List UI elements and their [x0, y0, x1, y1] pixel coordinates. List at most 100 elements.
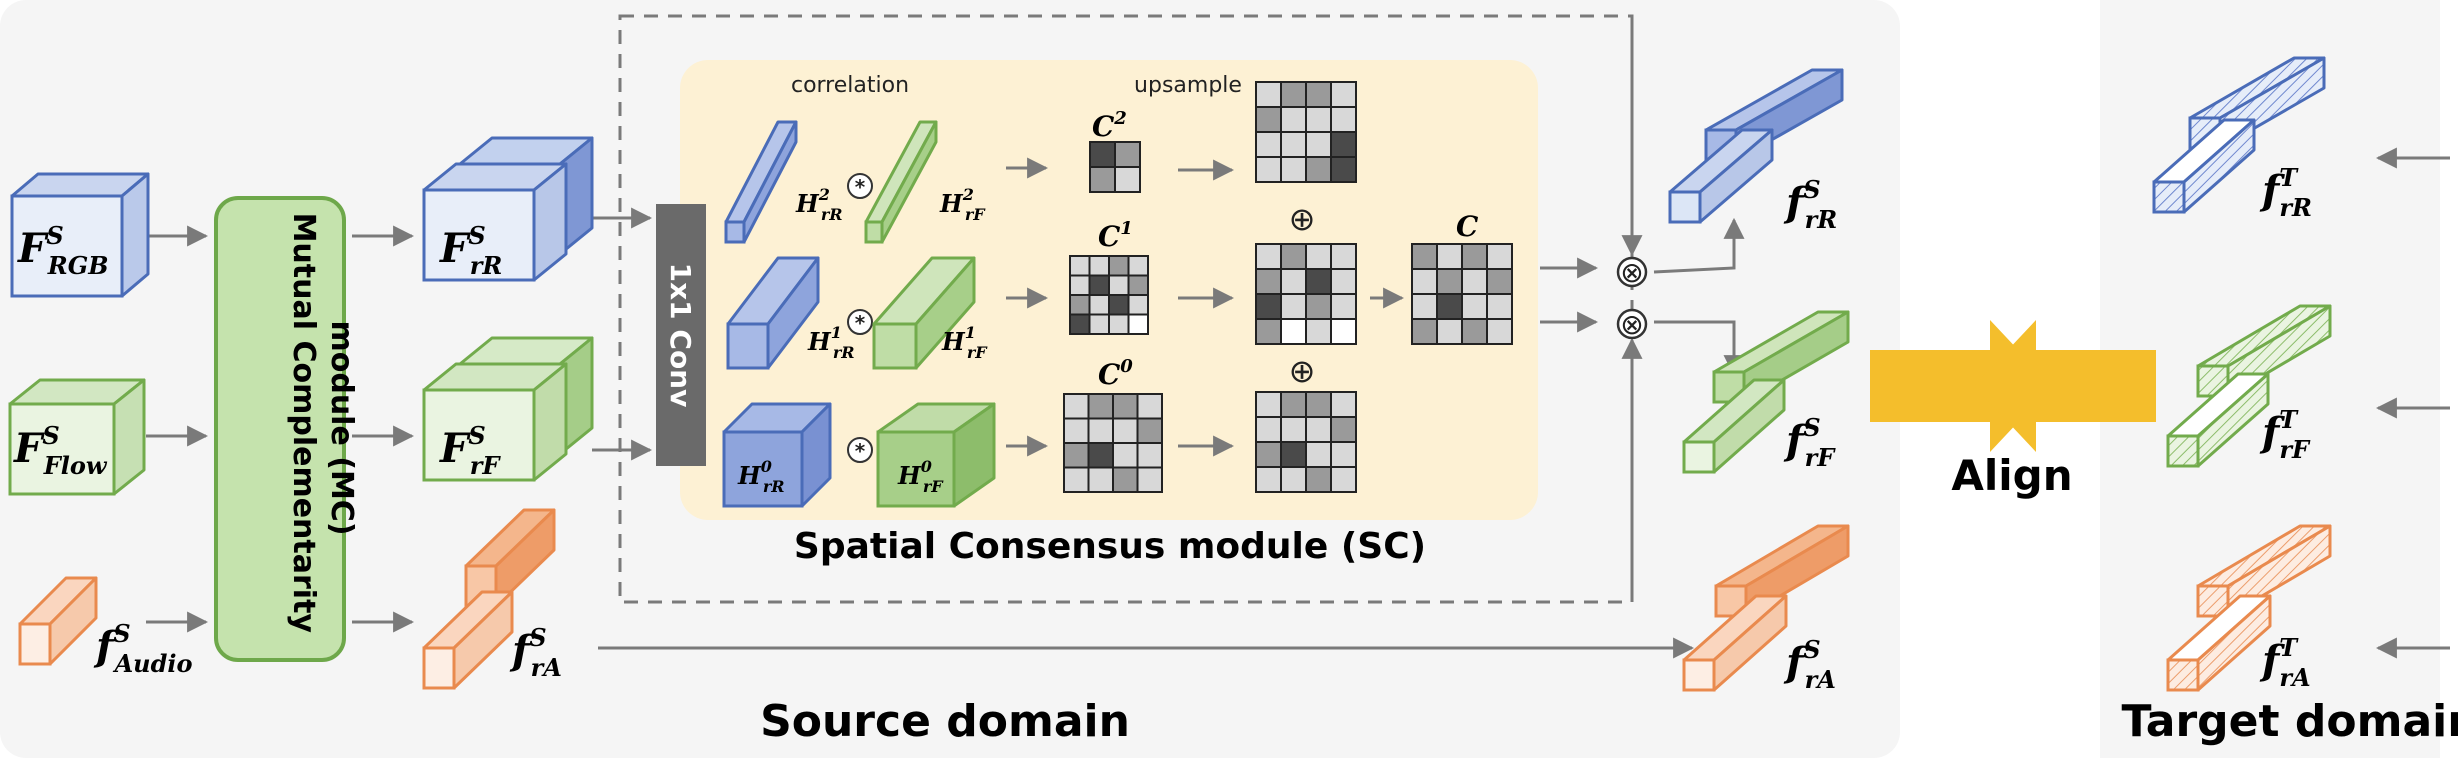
add-operator-lower: ⊕	[1289, 352, 1316, 390]
upsample0-grid	[1255, 391, 1357, 493]
upsample2-grid-cell	[1255, 131, 1282, 158]
c0-grid-cell	[1112, 417, 1139, 444]
upsample1-grid-cell	[1255, 243, 1282, 270]
c1-label: C1	[1098, 218, 1133, 253]
consensus-grid	[1411, 243, 1513, 345]
consensus-grid-cell	[1461, 243, 1488, 270]
upsample2-grid-cell	[1305, 106, 1332, 133]
c1-grid-cell	[1108, 294, 1130, 316]
upsample-header: upsample	[1134, 73, 1242, 98]
correlate-operator-1: *	[847, 309, 873, 335]
consensus-grid-cell	[1461, 293, 1488, 320]
upsample2-grid-cell	[1330, 156, 1357, 183]
c0-label: C0	[1098, 356, 1133, 391]
upsample1-grid-cell	[1255, 318, 1282, 345]
upsample0-grid-cell	[1255, 416, 1282, 443]
upsample1-grid-cell	[1330, 243, 1357, 270]
upsample1-grid-cell	[1280, 243, 1307, 270]
c-label: C	[1456, 210, 1479, 243]
upsample0-grid-cell	[1330, 416, 1357, 443]
upsample1-grid-cell	[1330, 268, 1357, 295]
mc-output-rgb-cube	[422, 162, 568, 282]
mc-output-audio-bar	[422, 590, 514, 690]
c0-grid-cell	[1087, 442, 1114, 469]
c0-grid-cell	[1063, 442, 1090, 469]
upsample2-grid-cell	[1305, 81, 1332, 108]
upsample1-grid-cell	[1280, 318, 1307, 345]
upsample0-grid-cell	[1280, 441, 1307, 468]
c1-grid-cell	[1088, 274, 1110, 296]
upsample0-grid-cell	[1330, 466, 1357, 493]
upsample2-grid-cell	[1255, 106, 1282, 133]
conv-1x1-block[interactable]	[656, 204, 706, 466]
c1-grid	[1069, 255, 1149, 335]
target-output-flow-bar	[2166, 372, 2270, 468]
c2-grid-cell	[1089, 141, 1116, 168]
upsample0-grid-cell	[1255, 466, 1282, 493]
c2-grid-cell	[1114, 166, 1141, 193]
upsample1-grid-cell	[1305, 318, 1332, 345]
c1-grid-cell	[1108, 274, 1130, 296]
c1-grid-cell	[1069, 294, 1091, 316]
source-output-audio-bar	[1682, 594, 1788, 692]
upsample2-grid-cell	[1280, 156, 1307, 183]
consensus-grid-cell	[1486, 243, 1513, 270]
upsample2-grid-cell	[1255, 156, 1282, 183]
upsample0-grid-cell	[1280, 391, 1307, 418]
upsample2-grid-cell	[1255, 81, 1282, 108]
svg-text:⊗: ⊗	[1620, 308, 1643, 341]
source-output-flow-bar	[1682, 378, 1786, 474]
upsample0-grid-cell	[1305, 391, 1332, 418]
mc-module-box[interactable]	[214, 196, 346, 662]
upsample2-grid-cell	[1280, 131, 1307, 158]
consensus-grid-cell	[1411, 293, 1438, 320]
upsample2-grid-cell	[1330, 81, 1357, 108]
align-arrow-left	[1974, 320, 2156, 452]
conv-1x1-label: 1x1 Conv	[664, 263, 697, 408]
add-operator-upper: ⊕	[1289, 200, 1316, 238]
upsample0-grid-cell	[1255, 441, 1282, 468]
input-flow-cube	[8, 378, 146, 496]
source-output-audio-back	[1714, 524, 1850, 618]
mc-output-flow-cube	[422, 362, 568, 482]
svg-text:⊗: ⊗	[1620, 256, 1643, 289]
c1-grid-cell	[1108, 255, 1130, 277]
c0-grid-cell	[1087, 417, 1114, 444]
upsample2-grid-cell	[1280, 106, 1307, 133]
mc-module-label: Mutual Complementarity module (MC)	[286, 213, 359, 644]
c1-grid-cell	[1069, 313, 1091, 335]
upsample0-grid-cell	[1330, 441, 1357, 468]
c1-grid-cell	[1069, 255, 1091, 277]
consensus-grid-cell	[1486, 318, 1513, 345]
svg-text:*: *	[855, 175, 866, 199]
c0-grid	[1063, 393, 1163, 493]
c1-grid-cell	[1069, 274, 1091, 296]
upsample0-grid-cell	[1305, 466, 1332, 493]
correlate-operator-0: *	[847, 437, 873, 463]
h1-rgb-cube	[726, 256, 820, 370]
consensus-grid-cell	[1411, 318, 1438, 345]
correlate-operator-2: *	[847, 173, 873, 199]
upsample1-grid-cell	[1305, 268, 1332, 295]
upsample1-grid-cell	[1330, 318, 1357, 345]
c0-grid-cell	[1063, 417, 1090, 444]
upsample0-grid-cell	[1280, 416, 1307, 443]
upsample0-grid-cell	[1330, 391, 1357, 418]
c1-grid-cell	[1127, 255, 1149, 277]
upsample2-grid-cell	[1305, 156, 1332, 183]
multiply-operator-bottom: ⊗	[1616, 308, 1648, 341]
c2-grid	[1089, 141, 1141, 193]
input-audio-bar	[18, 576, 98, 666]
multiply-operator-top: ⊗	[1616, 256, 1648, 289]
